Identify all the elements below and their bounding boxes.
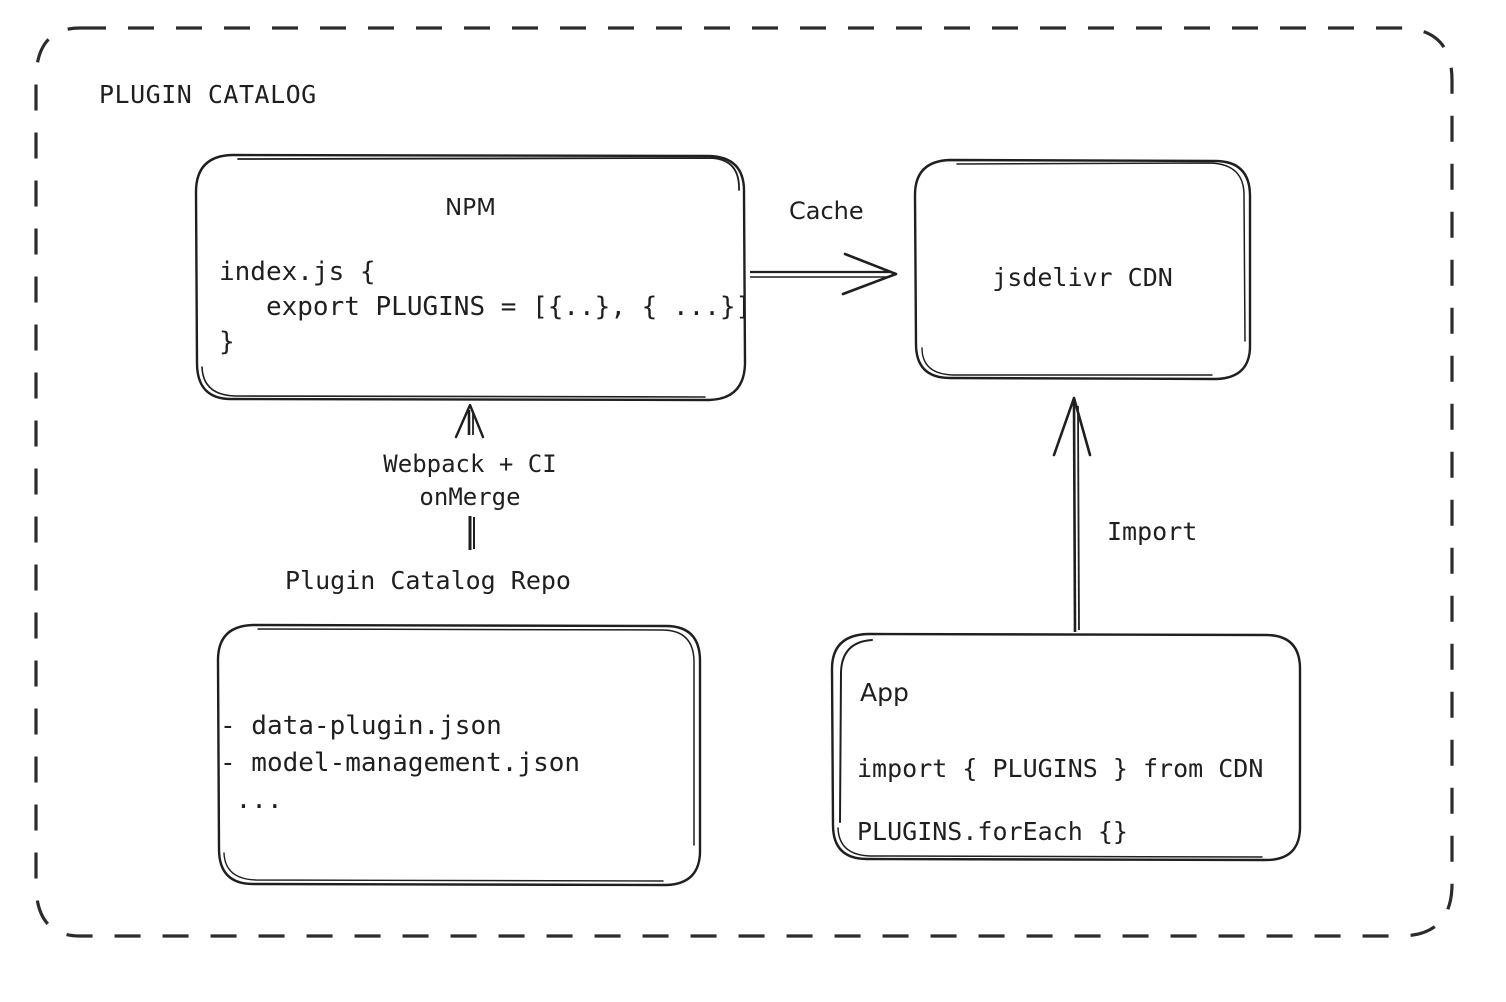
build-edge-label: Webpack + CI onMerge [383, 450, 557, 511]
app-node-title: App [860, 678, 909, 707]
app-node-code: import { PLUGINS } from CDN PLUGINS.forE… [857, 754, 1264, 846]
repo-node-caption: Plugin Catalog Repo [285, 566, 571, 595]
npm-node-title: NPM [445, 195, 496, 221]
npm-node-code: index.js { export PLUGINS = [{..}, { ...… [219, 257, 752, 357]
npm-node-shape [194, 153, 747, 402]
repo-node-file-list: - data-plugin.json - model-management.js… [220, 711, 581, 815]
import-arrow [1052, 396, 1092, 633]
cache-edge-label: Cache [789, 197, 864, 225]
import-edge-label: Import [1107, 517, 1198, 546]
cache-arrow [750, 252, 898, 296]
cdn-node-shape [913, 158, 1252, 381]
plugin-catalog-frame [34, 26, 1454, 938]
page-title: PLUGIN CATALOG [99, 80, 317, 109]
repo-node-shape [216, 623, 702, 887]
build-arrow [454, 403, 485, 550]
cdn-node-title: jsdelivr CDN [992, 263, 1173, 292]
app-node-shape [830, 632, 1302, 862]
